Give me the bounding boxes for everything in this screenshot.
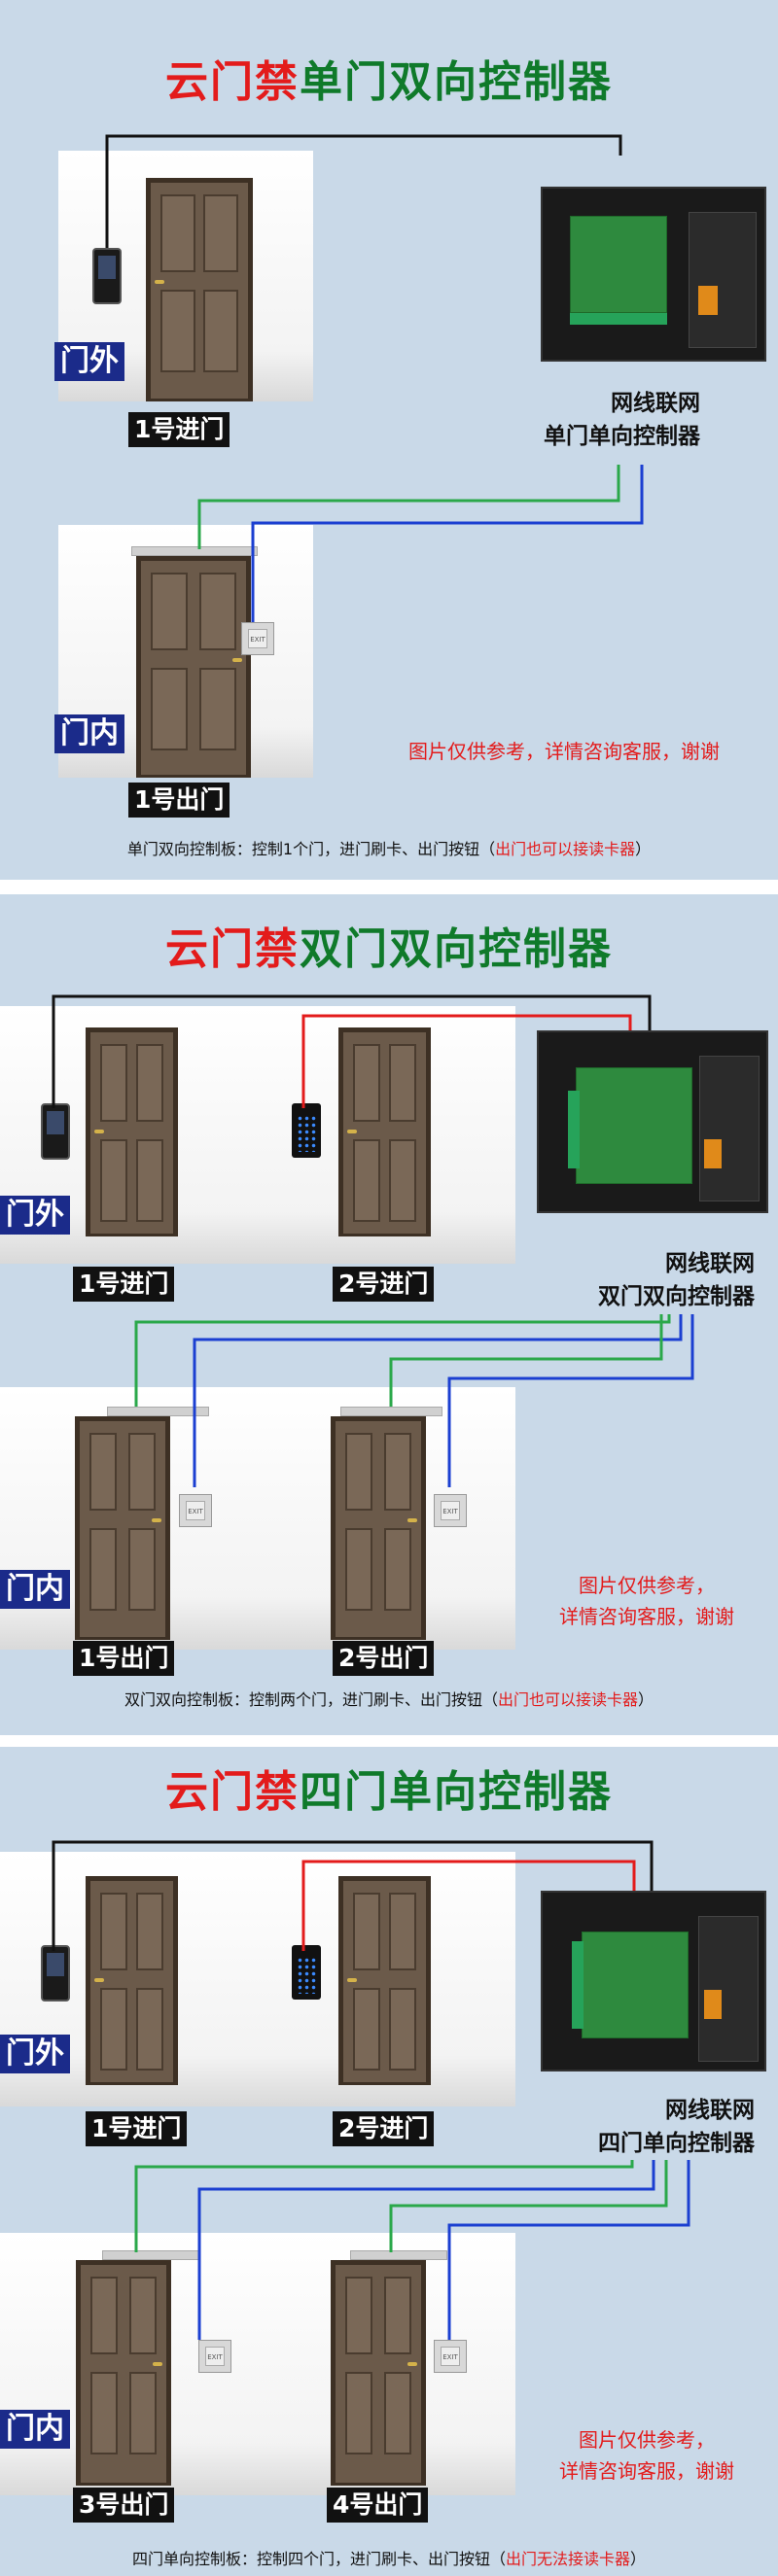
door-icon bbox=[331, 1416, 426, 1640]
reference-note-line: 图片仅供参考， bbox=[579, 2428, 715, 2452]
keypad-reader-icon bbox=[292, 1945, 321, 2000]
title-brand: 云门禁 bbox=[165, 924, 300, 974]
outside-scene bbox=[0, 1852, 515, 2106]
entry-caption: 1号进门 bbox=[86, 2111, 188, 2146]
title-product: 单门双向控制器 bbox=[300, 57, 613, 107]
keypad-reader-icon bbox=[292, 1103, 321, 1158]
section-description: 四门单向控制板：控制四个门，进门刷卡、出门按钮（出门无法接读卡器） bbox=[0, 2546, 778, 2569]
door-icon bbox=[331, 2260, 426, 2486]
exit-button-icon: EXIT bbox=[179, 1494, 212, 1527]
reference-note-line: 图片仅供参考， bbox=[579, 1574, 715, 1597]
exit-caption: 2号出门 bbox=[333, 1641, 435, 1676]
controller-caption-line: 网线联网 bbox=[665, 2098, 755, 2123]
door-icon bbox=[338, 1027, 431, 1236]
door-icon bbox=[146, 178, 253, 401]
reference-note: 图片仅供参考，详情咨询客服，谢谢 bbox=[379, 736, 749, 767]
section-title: 云门禁四门单向控制器 bbox=[0, 1757, 778, 1819]
section-title: 云门禁单门双向控制器 bbox=[0, 47, 778, 109]
controller-caption-line: 四门单向控制器 bbox=[598, 2131, 755, 2156]
entry-caption: 2号进门 bbox=[333, 2111, 435, 2146]
description-highlight: 出门也可以接读卡器 bbox=[497, 1690, 638, 1709]
section-title: 云门禁双门双向控制器 bbox=[0, 914, 778, 976]
exit-caption: 4号出门 bbox=[327, 2488, 429, 2523]
controller-caption-line: 单门单向控制器 bbox=[544, 424, 700, 449]
door-icon bbox=[76, 2260, 171, 2486]
inside-label: 门内 bbox=[54, 714, 124, 753]
outside-scene bbox=[0, 1006, 515, 1264]
exit-button-icon: EXIT bbox=[434, 2340, 467, 2373]
reference-note: 图片仅供参考， 详情咨询客服，谢谢 bbox=[530, 1570, 763, 1632]
reference-note-line: 图片仅供参考，详情咨询客服，谢谢 bbox=[408, 740, 720, 763]
description-text: 双门双向控制板：控制两个门，进门刷卡、出门按钮（ bbox=[124, 1690, 498, 1709]
outside-label: 门外 bbox=[0, 1196, 70, 1235]
controller-caption-line: 网线联网 bbox=[665, 1251, 755, 1276]
door-icon bbox=[86, 1876, 178, 2085]
door-icon bbox=[86, 1027, 178, 1236]
section-description: 单门双向控制板：控制1个门，进门刷卡、出门按钮（出门也可以接读卡器） bbox=[0, 836, 778, 859]
inside-scene: EXIT EXIT bbox=[0, 2233, 515, 2495]
entry-caption: 1号进门 bbox=[128, 412, 230, 447]
entry-caption: 2号进门 bbox=[333, 1267, 435, 1302]
section-single-door: 云门禁单门双向控制器 门外 1号进门 网线联网 单门单向控制器 EXIT 门内 … bbox=[0, 0, 778, 880]
controller-box-icon bbox=[537, 1030, 768, 1213]
door-icon bbox=[338, 1876, 431, 2085]
controller-caption: 网线联网 四门单向控制器 bbox=[463, 2094, 755, 2160]
inside-scene: EXIT EXIT bbox=[0, 1387, 515, 1650]
door-icon bbox=[75, 1416, 170, 1640]
description-end: ） bbox=[635, 840, 652, 858]
controller-caption: 网线联网 双门双向控制器 bbox=[463, 1247, 755, 1313]
section-double-door: 云门禁双门双向控制器 门外 1号进门 2号进门 网线联网 双门双向控制器 EXI… bbox=[0, 894, 778, 1735]
card-reader-icon bbox=[41, 1103, 70, 1160]
description-text: 四门单向控制板：控制四个门，进门刷卡、出门按钮（ bbox=[131, 2550, 506, 2568]
controller-caption: 网线联网 单门单向控制器 bbox=[457, 387, 700, 453]
title-product: 双门双向控制器 bbox=[300, 924, 613, 974]
controller-box-icon bbox=[541, 1891, 766, 2071]
exit-button-icon: EXIT bbox=[434, 1494, 467, 1527]
description-end: ） bbox=[630, 2550, 647, 2568]
exit-button-icon: EXIT bbox=[241, 622, 274, 655]
controller-caption-line: 网线联网 bbox=[611, 391, 700, 416]
description-highlight: 出门无法接读卡器 bbox=[505, 2550, 630, 2568]
title-brand: 云门禁 bbox=[165, 57, 300, 107]
controller-box-icon bbox=[541, 187, 766, 362]
reference-note: 图片仅供参考， 详情咨询客服，谢谢 bbox=[530, 2424, 763, 2487]
exit-button-icon: EXIT bbox=[198, 2340, 231, 2373]
title-product: 四门单向控制器 bbox=[300, 1767, 613, 1817]
door-icon bbox=[136, 556, 251, 778]
inside-label: 门内 bbox=[0, 2410, 70, 2449]
description-end: ） bbox=[638, 1690, 654, 1709]
inside-label: 门内 bbox=[0, 1570, 70, 1609]
reference-note-line: 详情咨询客服，谢谢 bbox=[559, 1605, 734, 1628]
exit-caption: 1号出门 bbox=[128, 783, 230, 818]
outside-label: 门外 bbox=[54, 342, 124, 381]
controller-caption-line: 双门双向控制器 bbox=[598, 1284, 755, 1309]
exit-caption: 1号出门 bbox=[73, 1641, 175, 1676]
reference-note-line: 详情咨询客服，谢谢 bbox=[559, 2459, 734, 2483]
description-text: 单门双向控制板：控制1个门，进门刷卡、出门按钮（ bbox=[126, 840, 496, 858]
section-four-door: 云门禁四门单向控制器 门外 1号进门 2号进门 网线联网 四门单向控制器 EXI… bbox=[0, 1747, 778, 2576]
card-reader-icon bbox=[41, 1945, 70, 2002]
description-highlight: 出门也可以接读卡器 bbox=[495, 840, 636, 858]
exit-caption: 3号出门 bbox=[73, 2488, 175, 2523]
entry-caption: 1号进门 bbox=[73, 1267, 175, 1302]
section-description: 双门双向控制板：控制两个门，进门刷卡、出门按钮（出门也可以接读卡器） bbox=[0, 1687, 778, 1710]
card-reader-icon bbox=[92, 248, 122, 304]
title-brand: 云门禁 bbox=[165, 1767, 300, 1817]
outside-label: 门外 bbox=[0, 2035, 70, 2073]
